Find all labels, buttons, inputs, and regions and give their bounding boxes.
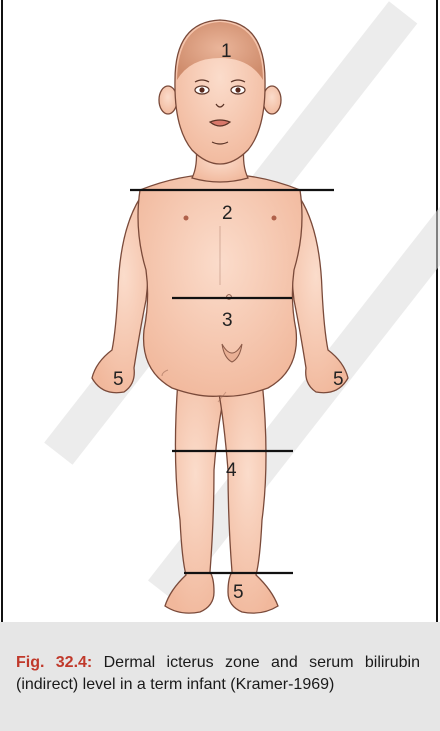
figure-caption: Fig. 32.4: Dermal icterus zone and serum… [0, 622, 440, 731]
caption-label: Fig. 32.4: [16, 654, 92, 671]
zone-label-legs: 4 [226, 460, 237, 481]
zone-label-left-hand: 5 [113, 369, 124, 390]
zone-label-right-hand: 5 [333, 369, 344, 390]
caption-text: Fig. 32.4: Dermal icterus zone and serum… [16, 652, 420, 696]
zone-label-lower-trunk: 3 [222, 310, 233, 331]
zone-label-upper-trunk: 2 [222, 203, 233, 224]
zone-label-head: 1 [221, 41, 232, 62]
zone-label-feet: 5 [233, 582, 244, 603]
infant-body-diagram: 1 2 3 4 5 5 5 [0, 0, 440, 620]
